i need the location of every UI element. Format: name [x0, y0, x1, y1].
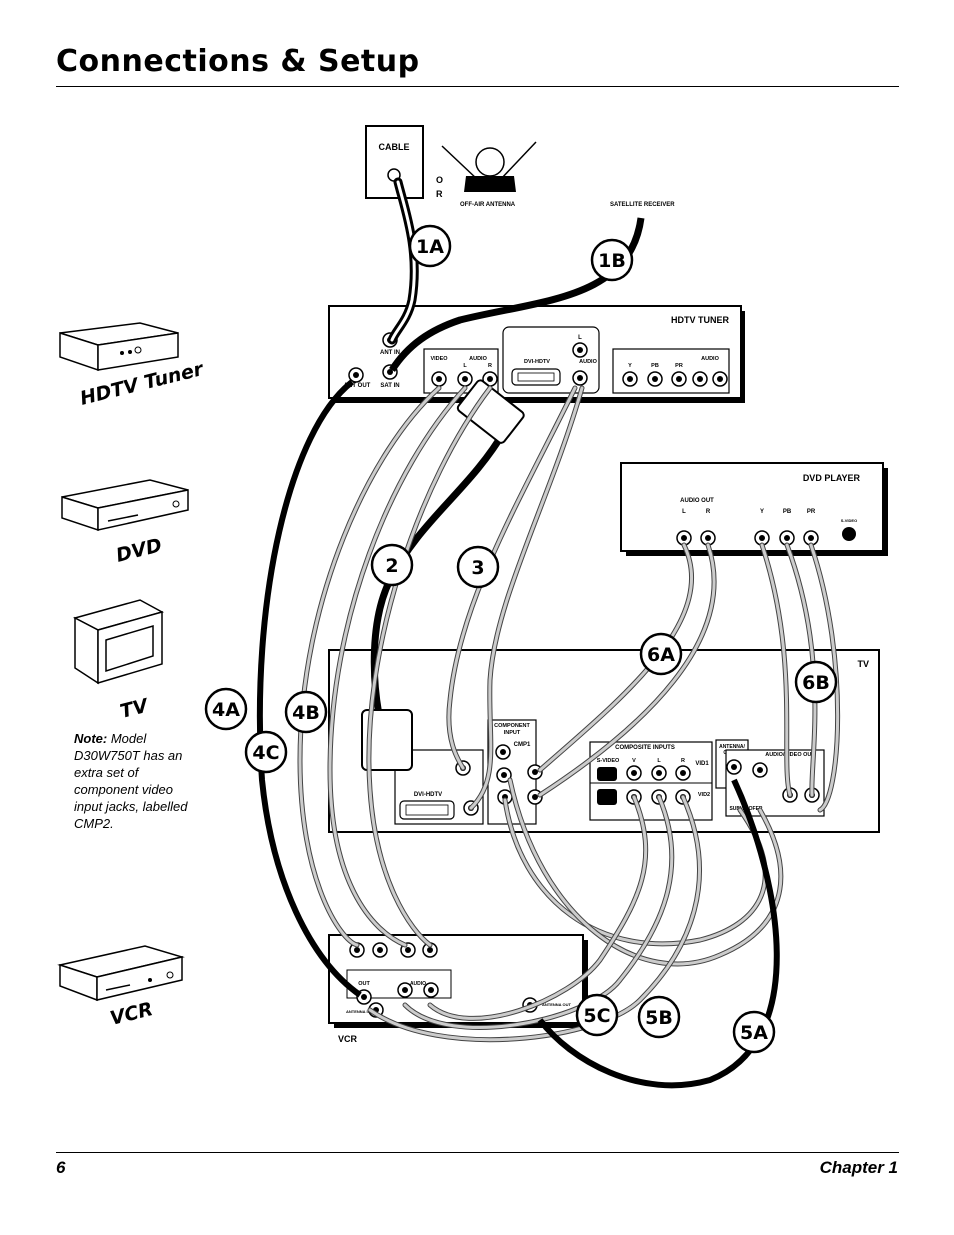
vcr-out-label: OUT [358, 981, 370, 987]
cable-wall-plate: CABLE [365, 125, 424, 199]
hdtv-tuner-panel-title: HDTV TUNER [671, 315, 729, 325]
cable-5a [537, 778, 780, 1089]
tuner-dvi-label: DVI-HDTV [524, 359, 550, 365]
tv-vid2-label: VID2 [698, 792, 710, 798]
dvd-s-video-label: S-VIDEO [841, 518, 857, 523]
svg-text:3: 3 [471, 557, 484, 579]
vcr-label: VCR [108, 998, 155, 1030]
svg-text:5B: 5B [645, 1007, 673, 1029]
tuner-y-label: Y [628, 363, 632, 369]
dvd-icon [61, 479, 189, 532]
page-number: 6 [56, 1158, 66, 1177]
tv-dvi-label: DVI-HDTV [414, 792, 442, 798]
tuner-dvi-audio-label: AUDIO [579, 359, 597, 365]
tv-l-label: L [657, 758, 661, 764]
tv-composite-inputs-label: COMPOSITE INPUTS [615, 745, 675, 751]
step-4a: 4A [204, 687, 248, 731]
step-1a: 1A [408, 224, 452, 268]
svg-text:6B: 6B [802, 672, 830, 694]
tv-v-label: V [632, 758, 636, 764]
svg-text:5A: 5A [740, 1022, 768, 1044]
tv-s-video-label: S-VIDEO [597, 758, 620, 764]
svg-text:1A: 1A [416, 236, 444, 258]
tv-vid1-label: VID1 [695, 761, 709, 767]
step-4c: 4C [244, 730, 288, 774]
dvd-r-label: R [706, 509, 711, 515]
tv-antenna-cable-label: ANTENNA/ [719, 744, 745, 750]
dvd-pr-label: PR [807, 509, 816, 515]
svg-text:4B: 4B [292, 702, 320, 724]
model-note: Note: Model D30W750T has an extra set of… [74, 730, 194, 832]
ant-out-label: ANT OUT [344, 383, 371, 389]
svg-text:5C: 5C [583, 1005, 610, 1027]
dvd-player-panel: DVD PLAYER AUDIO OUT L R Y PB PR S-VIDEO [620, 462, 888, 556]
page-title: Connections & Setup [56, 44, 420, 79]
off-air-antenna-label: OFF-AIR ANTENNA [460, 202, 516, 208]
tuner-pr-label: PR [675, 363, 683, 369]
tuner-audio-l-label: L [463, 363, 467, 369]
vcr-icon [57, 945, 185, 1002]
dvd-y-label: Y [760, 509, 764, 515]
tuner-audio-label: AUDIO [469, 356, 487, 362]
tv-r-label: R [681, 758, 685, 764]
or-label-r: R [436, 189, 443, 199]
svg-text:4C: 4C [252, 742, 279, 764]
dvd-l-label: L [682, 509, 686, 515]
svg-text:4A: 4A [212, 699, 240, 721]
note-text: Model D30W750T has an extra set of compo… [74, 731, 188, 831]
tv-component-input-label-2: INPUT [504, 730, 521, 736]
vcr-antenna-in-label: ANTENNA IN [346, 1009, 371, 1014]
vcr-panel-title: VCR [338, 1034, 358, 1044]
gray-cables [297, 385, 841, 1043]
svg-text:2: 2 [385, 555, 398, 577]
chapter-label: Chapter 1 [819, 1158, 898, 1177]
step-labels: 1A 1B 2 3 4A 4B 4C 5A 5B 5C 6A 6B [204, 224, 838, 1054]
cable-1a [387, 177, 419, 345]
tv-icon [72, 599, 164, 685]
tv-panel-title: TV [857, 659, 869, 669]
svg-text:1B: 1B [598, 250, 626, 272]
note-label: Note: [74, 731, 108, 746]
tv-av-out-label: AUDIO/VIDEO OUT [765, 752, 815, 758]
dvd-audio-out-label: AUDIO OUT [680, 498, 714, 504]
or-label-o: O [436, 175, 443, 185]
step-6b: 6B [794, 660, 838, 704]
sat-in-label: SAT IN [380, 383, 399, 389]
vcr-audio-label: AUDIO [410, 981, 426, 987]
step-5b: 5B [637, 995, 681, 1039]
tuner-pb-label: PB [651, 363, 659, 369]
title-rule [56, 86, 899, 87]
step-3: 3 [456, 545, 500, 589]
dvd-pb-label: PB [783, 509, 792, 515]
tuner-video-label: VIDEO [430, 356, 448, 362]
step-6a: 6A [639, 632, 683, 676]
step-5c: 5C [575, 993, 619, 1037]
step-2: 2 [370, 543, 414, 587]
dvd-label: DVD [114, 534, 164, 567]
tuner-audio-r-label: R [488, 363, 492, 369]
tuner-audio3-label: AUDIO [701, 356, 719, 362]
tv-label: TV [118, 694, 151, 722]
dvd-panel-title: DVD PLAYER [803, 473, 861, 483]
svg-text:6A: 6A [647, 644, 675, 666]
tv-cmp1-label: CMP1 [514, 742, 531, 748]
vcr-antenna-out-label: ANTENNA OUT [542, 1002, 572, 1007]
tuner-dvi-audio-l-label: L [578, 335, 582, 341]
satellite-receiver-label: SATELLITE RECEIVER [610, 202, 675, 208]
hdtv-tuner-panel: HDTV TUNER ANT IN ANT OUT SAT IN VIDEO A… [328, 305, 745, 403]
step-5a: 5A [732, 1010, 776, 1054]
step-1b: 1B [590, 238, 634, 282]
off-air-antenna-icon [441, 141, 537, 192]
tv-component-input-label: COMPONENT [494, 723, 530, 729]
cable-label: CABLE [379, 142, 410, 152]
step-4b: 4B [284, 690, 328, 734]
footer-rule [56, 1152, 899, 1153]
ant-in-label: ANT IN [380, 350, 400, 356]
hdtv-tuner-icon [59, 322, 179, 372]
